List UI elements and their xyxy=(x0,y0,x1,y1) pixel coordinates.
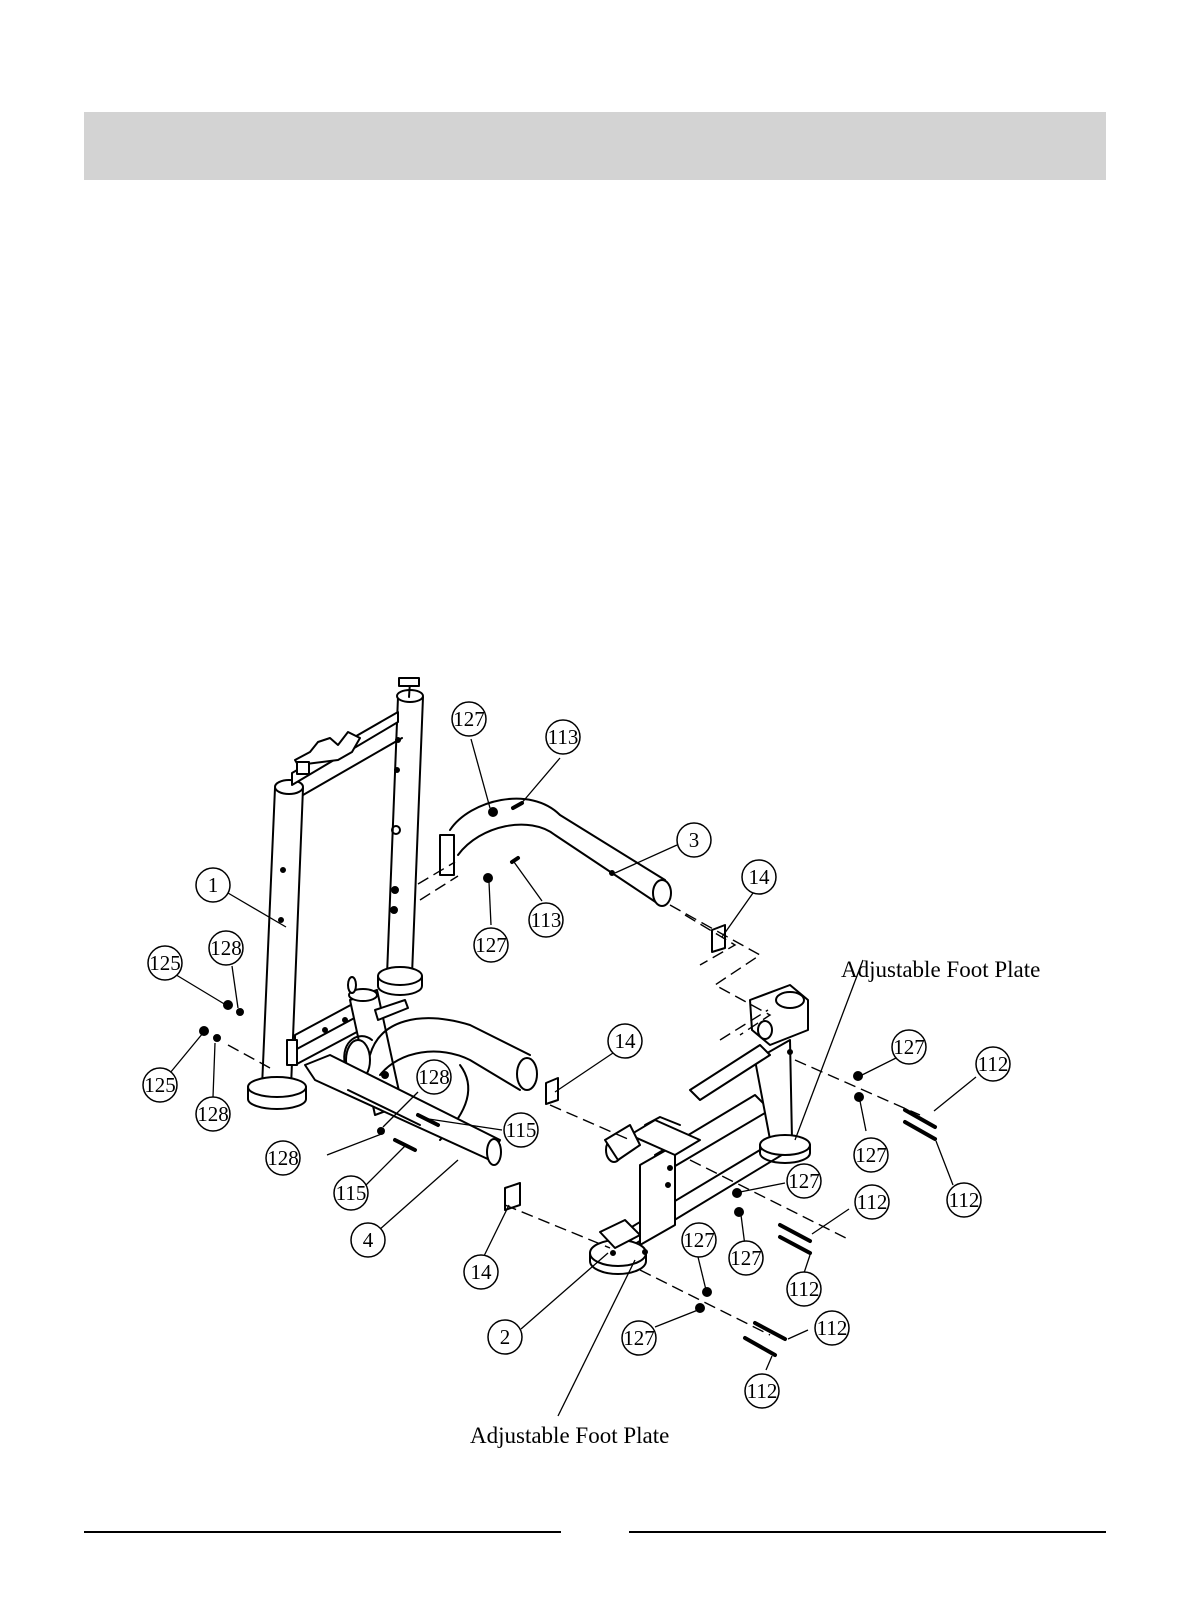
foot-plate-label-bottom: Adjustable Foot Plate xyxy=(470,1423,669,1448)
callout-127f-label: 127 xyxy=(730,1246,762,1270)
callout-112e-label: 112 xyxy=(817,1316,848,1340)
callout-113a-label: 113 xyxy=(548,725,579,749)
callout-112b-label: 112 xyxy=(949,1188,980,1212)
callout-127a-label: 127 xyxy=(453,707,485,731)
assembly-guide-lines xyxy=(228,862,920,1335)
callout-112f-label: 112 xyxy=(747,1379,778,1403)
callout-4-label: 4 xyxy=(363,1228,374,1252)
foot-plate-label-right: Adjustable Foot Plate xyxy=(841,957,1040,982)
hardware xyxy=(200,803,935,1355)
top-bracket xyxy=(292,712,402,795)
callout-circles xyxy=(143,702,1010,1408)
callout-127h-label: 127 xyxy=(623,1326,655,1350)
callout-2-label: 2 xyxy=(500,1325,511,1349)
callout-128a-label: 128 xyxy=(210,936,242,960)
frame-drawing xyxy=(200,678,935,1355)
footer-rule-left xyxy=(84,1531,561,1533)
callout-14c-label: 14 xyxy=(471,1260,493,1284)
callout-112a-label: 112 xyxy=(978,1052,1009,1076)
callout-115a-label: 115 xyxy=(506,1118,537,1142)
callout-3-label: 3 xyxy=(689,828,700,852)
callout-1-label: 1 xyxy=(208,873,219,897)
callout-127d-label: 127 xyxy=(855,1143,887,1167)
part-3-curved-tube xyxy=(440,799,671,906)
right-end-bracket xyxy=(750,985,808,1054)
callout-115b-label: 115 xyxy=(336,1181,367,1205)
footer-rule-right xyxy=(629,1531,1106,1533)
callout-112d-label: 112 xyxy=(789,1277,820,1301)
callout-125b-label: 125 xyxy=(144,1073,176,1097)
callout-128b-label: 128 xyxy=(197,1102,229,1126)
callout-128c-label: 128 xyxy=(418,1065,450,1089)
callout-112c-label: 112 xyxy=(857,1190,888,1214)
callout-128d-label: 128 xyxy=(267,1146,299,1170)
callout-127c-label: 127 xyxy=(893,1035,925,1059)
callout-113b-label: 113 xyxy=(531,908,562,932)
callout-127e-label: 127 xyxy=(788,1169,820,1193)
callout-127b-label: 127 xyxy=(475,933,507,957)
end-caps xyxy=(505,925,725,1210)
callout-14a-label: 14 xyxy=(749,865,771,889)
callout-14b-label: 14 xyxy=(615,1029,637,1053)
callout-127g-label: 127 xyxy=(683,1228,715,1252)
callout-125a-label: 125 xyxy=(149,951,181,975)
